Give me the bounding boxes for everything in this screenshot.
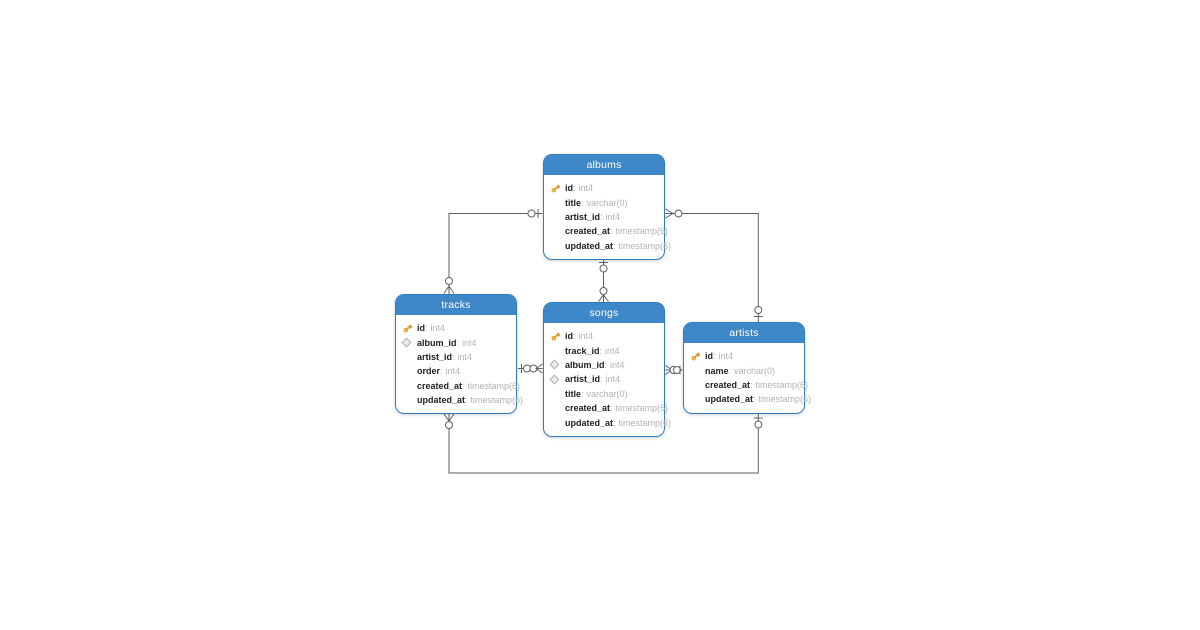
foreign-key-icon [401, 337, 417, 348]
field-name: artist_id [417, 352, 455, 362]
field-name: created_at [417, 381, 465, 391]
field-row-albums-created-at: created_at timestamp(6) [550, 224, 668, 238]
field-name: created_at [565, 403, 613, 413]
field-type: int4 [430, 323, 446, 334]
table-albums-header[interactable]: albums [544, 155, 664, 175]
field-row-songs-track-id: track_id int4 [550, 343, 661, 357]
field-name: id [705, 351, 716, 361]
field-row-albums-artist-id: artist_id int4 [550, 210, 661, 224]
field-row-tracks-album-id: album_id int4 [401, 335, 513, 349]
table-artists[interactable]: artists id int4 name varchar(0) created_… [683, 322, 811, 414]
field-type: timestamp(6) [758, 394, 812, 405]
field-name: id [565, 331, 576, 341]
table-songs-header[interactable]: songs [544, 303, 664, 323]
field-name: updated_at [705, 394, 756, 404]
field-name: id [417, 323, 428, 333]
table-albums-body: id int4 title varchar(0) artist_id int4 … [544, 175, 671, 259]
field-type: timestamp(6) [467, 380, 521, 391]
field-name: artist_id [565, 374, 603, 384]
field-name: title [565, 389, 584, 399]
field-name: updated_at [565, 418, 616, 428]
field-row-songs-album-id: album_id int4 [549, 358, 661, 372]
primary-key-icon [550, 331, 565, 342]
relationship-songs-artists[interactable] [665, 365, 683, 375]
field-type: int4 [605, 374, 621, 385]
field-row-tracks-artist-id: artist_id int4 [402, 350, 513, 364]
field-name: created_at [565, 226, 613, 236]
relationship-tracks-albums[interactable] [443, 209, 543, 294]
field-type: varchar(0) [586, 388, 628, 399]
primary-key-icon [402, 323, 417, 334]
relationship-songs-tracks[interactable] [518, 363, 543, 374]
table-artists-header[interactable]: artists [684, 323, 804, 343]
foreign-key-icon [549, 374, 565, 385]
field-name: created_at [705, 380, 753, 390]
field-type: timestamp(6) [470, 395, 524, 406]
field-row-artists-id: id int4 [690, 349, 801, 363]
table-songs-body: id int4 track_id int4 album_id int4 arti… [544, 323, 671, 436]
table-tracks-body: id int4 album_id int4 artist_id int4 ord… [396, 315, 523, 413]
field-type: varchar(0) [586, 197, 628, 208]
field-name: order [417, 366, 443, 376]
field-row-artists-updated-at: updated_at timestamp(6) [690, 392, 811, 406]
field-type: int4 [610, 359, 625, 370]
field-type: int4 [578, 183, 594, 194]
field-row-albums-id: id int4 [550, 181, 661, 195]
field-name: title [565, 198, 584, 208]
field-type: timestamp(6) [618, 240, 672, 251]
field-name: id [565, 183, 576, 193]
field-type: int4 [718, 351, 734, 362]
field-row-songs-title: title varchar(0) [550, 387, 661, 401]
field-row-tracks-id: id int4 [402, 321, 513, 335]
field-row-albums-title: title varchar(0) [550, 195, 661, 209]
table-songs[interactable]: songs id int4 track_id int4 album_id int… [543, 302, 671, 437]
field-row-songs-artist-id: artist_id int4 [549, 372, 661, 386]
table-tracks-header[interactable]: tracks [396, 295, 516, 315]
field-name: artist_id [565, 212, 603, 222]
field-row-songs-updated-at: updated_at timestamp(6) [550, 415, 671, 429]
field-name: album_id [565, 360, 607, 370]
field-name: updated_at [417, 395, 468, 405]
field-row-albums-updated-at: updated_at timestamp(6) [550, 239, 671, 253]
field-name: updated_at [565, 241, 616, 251]
field-type: int4 [578, 331, 594, 342]
field-row-tracks-created-at: created_at timestamp(6) [402, 379, 520, 393]
field-row-songs-created-at: created_at timestamp(6) [550, 401, 668, 415]
relationship-songs-albums[interactable] [598, 258, 609, 302]
field-type: timestamp(6) [615, 226, 669, 237]
field-name: name [705, 366, 731, 376]
field-row-artists-created-at: created_at timestamp(6) [690, 378, 808, 392]
field-row-songs-id: id int4 [550, 329, 661, 343]
field-type: timestamp(6) [615, 403, 669, 414]
field-type: int4 [457, 351, 473, 362]
field-type: timestamp(6) [755, 379, 809, 390]
relationship-tracks-artists[interactable] [443, 413, 763, 474]
field-type: int4 [605, 211, 621, 222]
foreign-key-icon [549, 360, 565, 370]
field-type: varchar(0) [734, 365, 776, 376]
field-row-tracks-updated-at: updated_at timestamp(6) [402, 393, 523, 407]
field-type: int4 [445, 366, 461, 377]
table-albums[interactable]: albums id int4 title varchar(0) artist_i… [543, 154, 671, 260]
relationship-albums-artists[interactable] [665, 208, 763, 322]
table-tracks[interactable]: tracks id int4 album_id int4 artist_id i… [395, 294, 523, 415]
field-name: track_id [565, 346, 602, 356]
field-type: int4 [462, 337, 477, 348]
field-row-artists-name: name varchar(0) [690, 363, 801, 377]
primary-key-icon [690, 351, 705, 362]
field-type: int4 [605, 345, 620, 356]
field-name: album_id [417, 338, 459, 348]
table-artists-body: id int4 name varchar(0) created_at times… [684, 343, 811, 413]
field-row-tracks-order: order int4 [402, 364, 513, 378]
primary-key-icon [550, 183, 565, 194]
field-type: timestamp(6) [618, 417, 672, 428]
